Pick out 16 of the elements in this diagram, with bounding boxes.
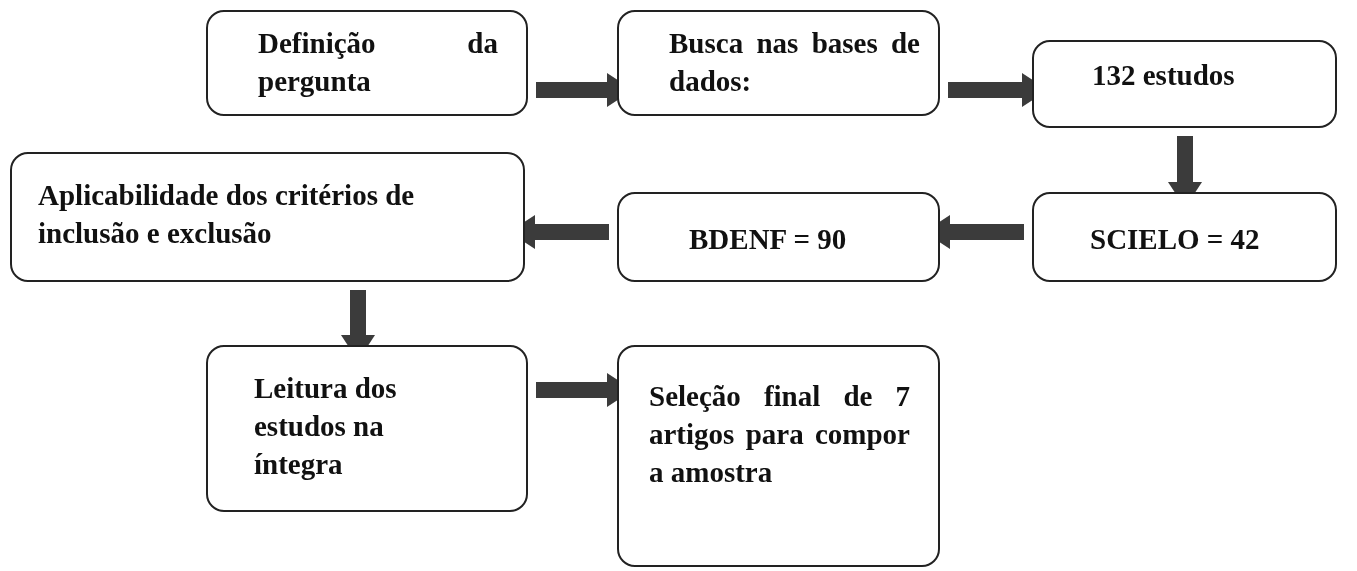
box-text: 132 estudos — [1092, 58, 1236, 93]
process-box — [617, 10, 940, 116]
process-box — [1032, 40, 1337, 128]
process-box — [206, 345, 528, 512]
box-text: Seleção final de 7 artigos para compor a amostra — [649, 379, 910, 490]
process-box — [617, 345, 940, 567]
process-box — [10, 152, 525, 282]
box-text: Busca nas bases de dados: — [669, 26, 920, 99]
box-text: Leitura dos estudos na íntegra — [254, 371, 398, 482]
process-box — [617, 192, 940, 282]
process-box — [206, 10, 528, 116]
box-text: SCIELO = 42 — [1090, 222, 1261, 257]
box-text: Definição da pergunta — [258, 26, 498, 99]
process-box — [1032, 192, 1337, 282]
box-text: BDENF = 90 — [689, 222, 848, 257]
box-text: Aplicabilidade dos critérios de inclusão e exclusão — [38, 178, 416, 251]
